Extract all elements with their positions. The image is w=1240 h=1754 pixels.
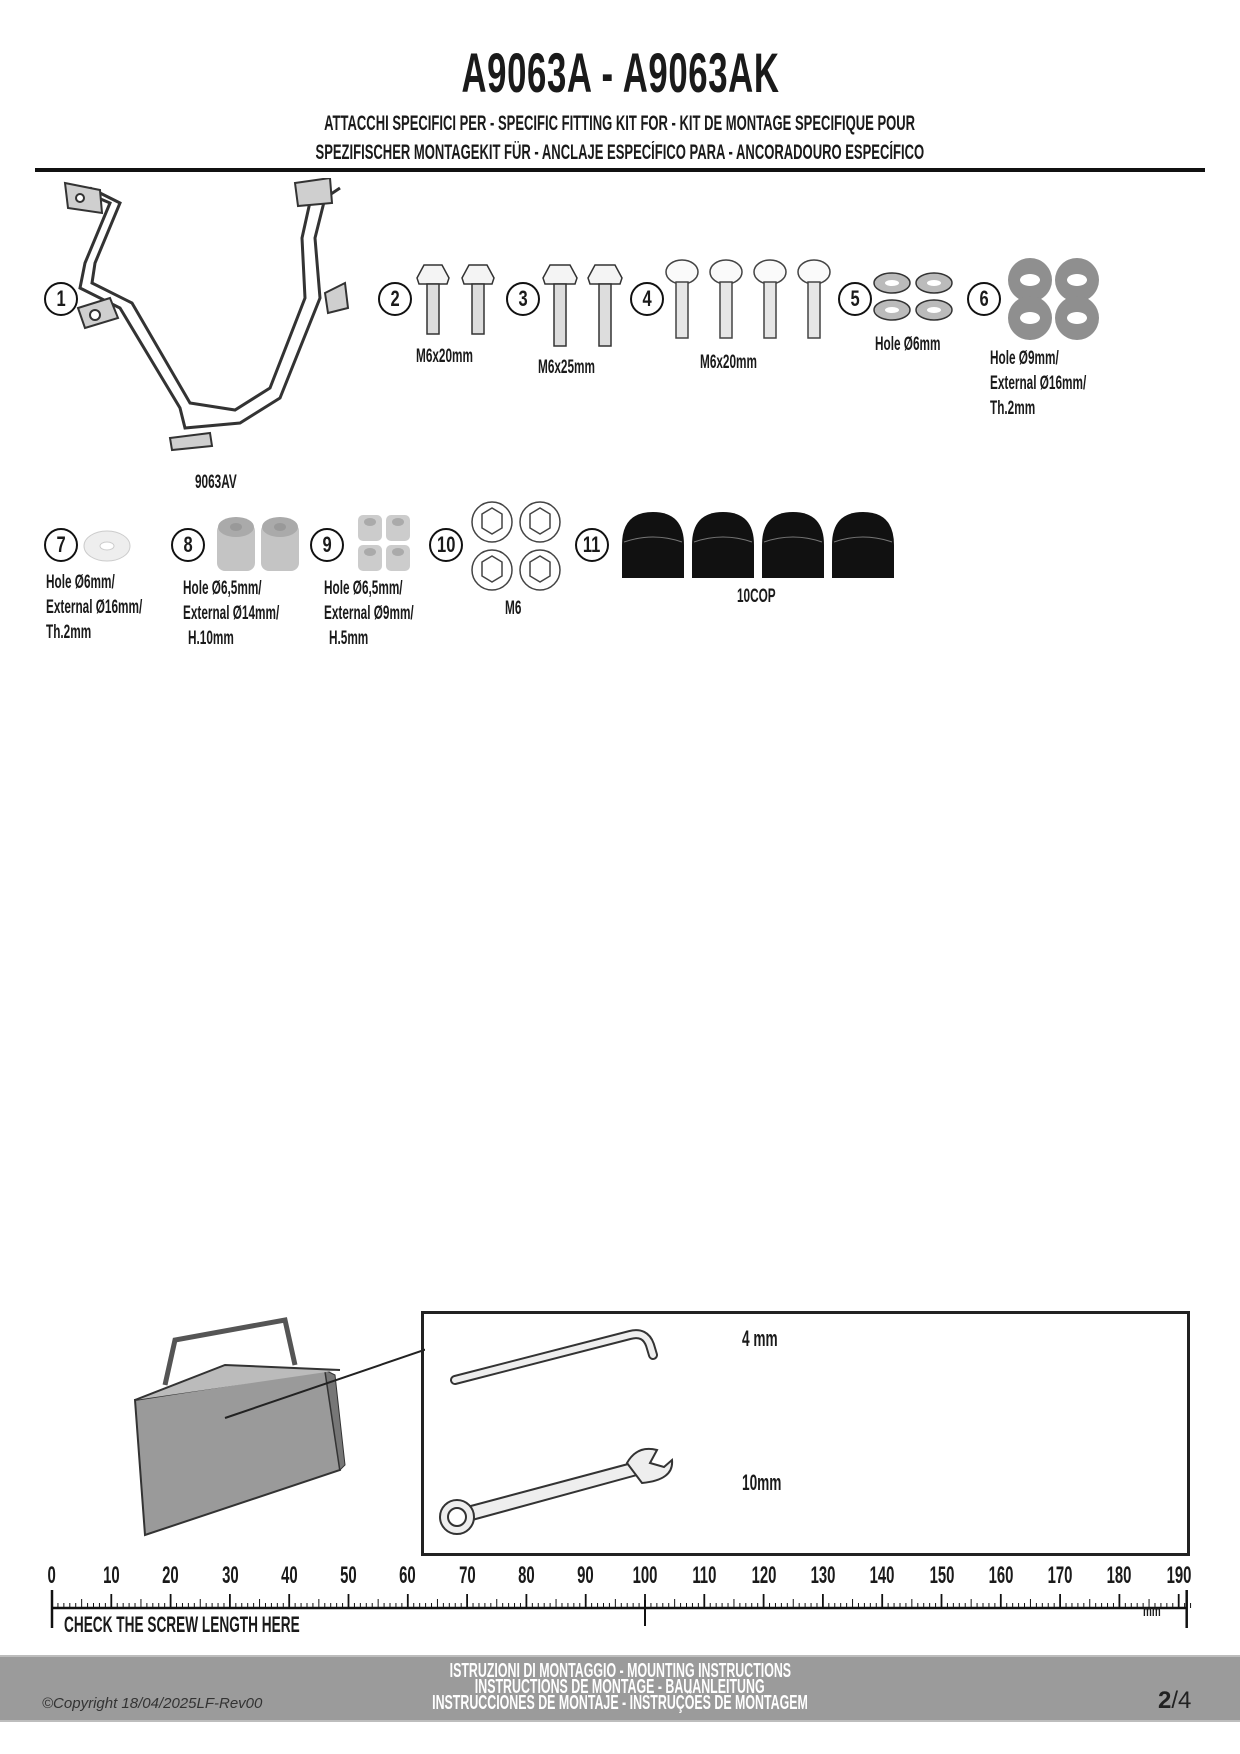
allen-key-size: 4 mm [742, 1326, 778, 1351]
part-number-3: 3 [506, 282, 540, 316]
part-number-10: 10 [429, 528, 463, 562]
part-label-6: Hole Ø9mm/ External Ø16mm/ Th.2mm [990, 348, 1087, 419]
ruler-tick-label: 190 [1159, 1562, 1199, 1590]
flat-washer-gray-icon [1008, 258, 1099, 340]
ruler-tick-label: 100 [625, 1562, 665, 1590]
part-label-1: 9063AV [195, 472, 237, 493]
part-label-2: M6x20mm [416, 346, 473, 367]
ruler-tick-text: 90 [577, 1562, 594, 1589]
wrench-size: 10mm [742, 1470, 782, 1495]
part-label-3: M6x25mm [538, 357, 595, 378]
page-title: A9063A - A9063AK [460, 41, 780, 104]
button-head-bolt-m6x20-icon [665, 259, 831, 339]
flange-nut-m6-icon [471, 501, 561, 591]
part-number-8: 8 [171, 528, 205, 562]
ruler-tick-text: 100 [632, 1562, 658, 1589]
part-label-5: Hole Ø6mm [875, 334, 941, 355]
ruler-tick-text: 10 [103, 1562, 120, 1589]
allen-key-icon [450, 1329, 658, 1385]
part-label-4: M6x20mm [700, 352, 757, 373]
footer-line-1: ISTRUZIONI DI MONTAGGIO - MOUNTING INSTR… [449, 1660, 791, 1682]
ruler-tick-text: 130 [810, 1562, 836, 1589]
ruler-caption: CHECK THE SCREW LENGTH HERE [64, 1612, 300, 1637]
ruler-tick-label: 20 [151, 1562, 191, 1590]
ruler-tick-label: 40 [269, 1562, 309, 1590]
copyright: ©Copyright 18/04/2025LF-Rev00 [42, 1695, 263, 1712]
ruler-tick-label: 150 [922, 1562, 962, 1590]
part-number-4: 4 [630, 282, 664, 316]
footer-line-3: INSTRUCCIONES DE MONTAJE - INSTRUÇÕES DE… [432, 1692, 808, 1714]
footer-band: ISTRUZIONI DI MONTAGGIO - MOUNTING INSTR… [0, 1655, 1240, 1722]
ruler-tick-text: 180 [1106, 1562, 1132, 1589]
part-number-7: 7 [44, 528, 78, 562]
part-label-8: Hole Ø6,5mm/ External Ø14mm/ H.10mm [183, 578, 280, 649]
part-label-11: 10COP [737, 586, 776, 607]
spacer-h10-icon [217, 517, 299, 571]
ruler-tick-text: 140 [869, 1562, 895, 1589]
ruler-tick-label: 90 [566, 1562, 606, 1590]
ruler-unit: mm [1143, 1603, 1161, 1620]
part-number-11: 11 [575, 528, 609, 562]
black-cap-nut-cover-icon [622, 512, 894, 578]
ruler-tick-label: 30 [210, 1562, 250, 1590]
ruler-tick-label: 120 [744, 1562, 784, 1590]
spacer-h5-icon [358, 515, 410, 571]
white-washer-icon [83, 530, 131, 562]
flange-bolt-m6x25-icon [542, 264, 623, 347]
ruler-tick-text: 170 [1047, 1562, 1073, 1589]
part-number-9: 9 [310, 528, 344, 562]
ruler-tick-label: 70 [447, 1562, 487, 1590]
ruler-tick-text: 50 [340, 1562, 357, 1589]
ruler-tick-label: 80 [506, 1562, 546, 1590]
part-label-7: Hole Ø6mm/ External Ø16mm/ Th.2mm [46, 572, 143, 643]
part-number-1: 1 [44, 282, 78, 316]
toolbox-illustration [133, 1317, 425, 1537]
ruler-tick-label: 10 [91, 1562, 131, 1590]
part-number-2: 2 [378, 282, 412, 316]
ruler-tick-text: 120 [751, 1562, 777, 1589]
bracket-illustration [63, 178, 350, 452]
ruler-tick-label: 180 [1099, 1562, 1139, 1590]
subtitle-line-1: ATTACCHI SPECIFICI PER - SPECIFIC FITTIN… [324, 112, 916, 135]
ruler-tick-label: 130 [803, 1562, 843, 1590]
ruler-tick-text: 60 [399, 1562, 417, 1589]
subtitle-line-2: SPEZIFISCHER MONTAGEKIT FÜR - ANCLAJE ES… [315, 141, 925, 164]
ruler-tick-text: 160 [988, 1562, 1014, 1589]
tools-panel [421, 1311, 1190, 1556]
flange-bolt-m6x20-icon [416, 264, 495, 335]
ruler-tick-text: 80 [518, 1562, 535, 1589]
part-number-6: 6 [967, 282, 1001, 316]
part-number-5: 5 [838, 282, 872, 316]
footer-line-2: INSTRUCTIONS DE MONTAGE - BAUANLEITUNG [475, 1676, 765, 1698]
ruler-tick-label: 60 [388, 1562, 428, 1590]
ruler-tick-text: 20 [162, 1562, 179, 1589]
ruler-tick-text: 0 [47, 1562, 57, 1589]
ruler-ticks [50, 1590, 1192, 1628]
ruler-tick-label: 0 [32, 1562, 72, 1590]
ruler-tick-label: 140 [862, 1562, 902, 1590]
ruler-tick-text: 40 [280, 1562, 298, 1589]
ruler-tick-label: 50 [329, 1562, 369, 1590]
part-label-9: Hole Ø6,5mm/ External Ø9mm/ H.5mm [324, 578, 414, 649]
ruler-tick-text: 110 [692, 1562, 717, 1589]
ruler-tick-text: 30 [221, 1562, 239, 1589]
part-label-10: M6 [505, 598, 522, 619]
ruler-tick-text: 70 [458, 1562, 476, 1589]
page-number: 2/4 [1158, 1687, 1192, 1714]
ruler-tick-label: 170 [1040, 1562, 1080, 1590]
ruler-tick-text: 150 [929, 1562, 954, 1589]
wrench-icon [439, 1447, 674, 1535]
ruler-tick-label: 160 [981, 1562, 1021, 1590]
ruler-tick-text: 190 [1166, 1562, 1192, 1589]
ruler-tick-label: 110 [684, 1562, 724, 1590]
header-divider [35, 168, 1205, 172]
spring-washer-icon [873, 272, 953, 321]
